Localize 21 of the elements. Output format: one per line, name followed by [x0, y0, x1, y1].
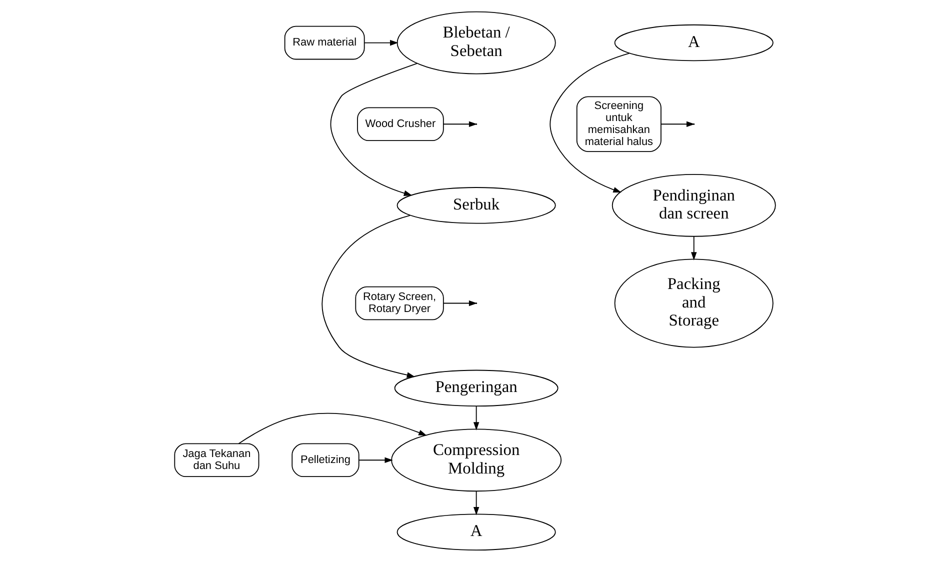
node-box: Screening untuk memisahkan material halus — [576, 96, 661, 152]
arrow — [690, 236, 696, 260]
arrow — [472, 406, 479, 430]
node-box: Wood Crusher — [356, 107, 444, 142]
node-box: Raw material — [284, 26, 364, 60]
node-box: Jaga Tekanan dan Suhu — [174, 443, 259, 478]
node-ellipse: Pengeringan — [394, 370, 558, 407]
node-ellipse: A — [614, 24, 773, 62]
node-ellipse: Blebetan / Sebetan — [396, 11, 556, 74]
node-ellipse: A — [396, 514, 556, 550]
arrow — [549, 52, 630, 193]
node-ellipse: Serbuk — [396, 187, 556, 224]
arrow — [364, 40, 398, 46]
node-ellipse: Packing and Storage — [614, 258, 773, 348]
arrow — [358, 457, 392, 464]
arrow — [330, 63, 418, 196]
arrow — [321, 215, 415, 378]
node-box: Rotary Screen, Rotary Dryer — [354, 286, 444, 320]
arrow — [472, 490, 479, 516]
arrow — [238, 412, 426, 444]
node-box: Pelletizing — [291, 443, 359, 478]
